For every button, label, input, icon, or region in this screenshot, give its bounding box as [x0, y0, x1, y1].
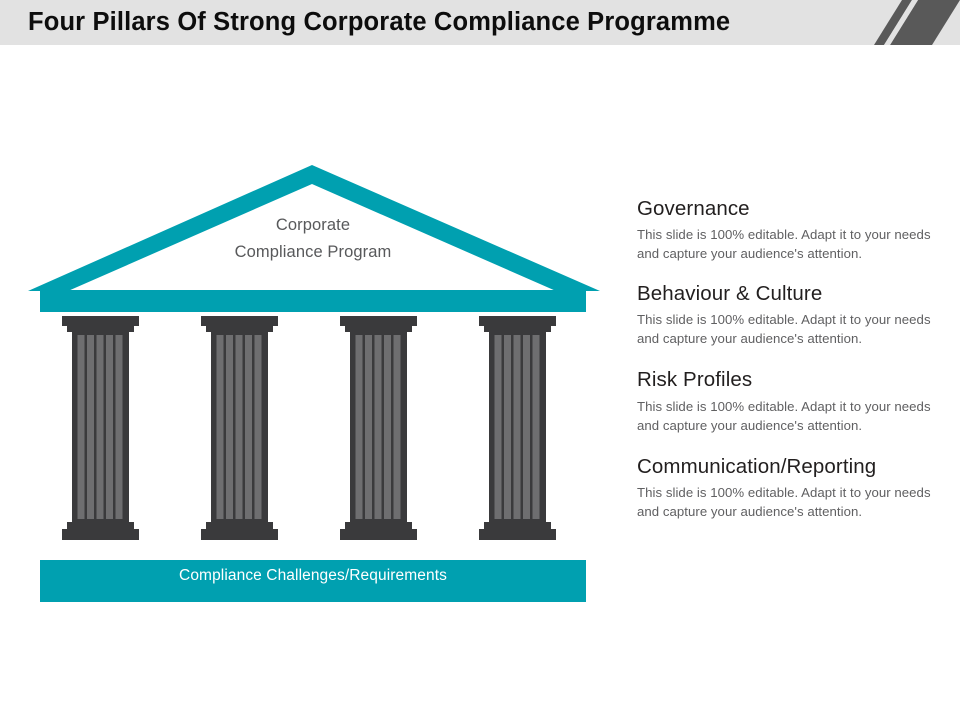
list-item-communication-reporting: Communication/Reporting This slide is 10… [637, 454, 937, 521]
list-item-risk-profiles: Risk Profiles This slide is 100% editabl… [637, 367, 937, 434]
list-item-governance: Governance This slide is 100% editable. … [637, 196, 937, 263]
item-description: This slide is 100% editable. Adapt it to… [637, 484, 931, 519]
roof-pediment-icon [28, 165, 600, 291]
item-title: Communication/Reporting [637, 454, 877, 478]
item-title: Risk Profiles [637, 368, 753, 392]
corner-decoration [850, 0, 960, 45]
pediment-label-line2: Compliance Program [234, 242, 392, 261]
item-title: Behaviour & Culture [637, 282, 823, 306]
pillar-4 [479, 316, 556, 540]
base-bar [40, 560, 586, 602]
list-item-behaviour-culture: Behaviour & Culture This slide is 100% e… [637, 281, 937, 348]
item-description: This slide is 100% editable. Adapt it to… [637, 398, 931, 433]
architrave-bar [40, 290, 586, 312]
corner-decoration-icon [874, 0, 960, 45]
pillar-3 [340, 316, 417, 540]
pediment-label: Corporate Compliance Program [188, 212, 438, 265]
pillar-1 [62, 316, 139, 540]
item-title: Governance [637, 197, 750, 220]
pillar-2 [201, 316, 278, 540]
pediment-label-line1: Corporate [275, 216, 351, 234]
page-title: Four Pillars Of Strong Corporate Complia… [28, 8, 731, 36]
base-bar-label: Compliance Challenges/Requirements [179, 567, 447, 584]
temple-diagram [0, 150, 620, 620]
item-description: This slide is 100% editable. Adapt it to… [637, 227, 931, 262]
item-description: This slide is 100% editable. Adapt it to… [637, 312, 931, 347]
slide-header-bar [0, 0, 960, 45]
pillars-content-list: Governance This slide is 100% editable. … [637, 196, 937, 521]
